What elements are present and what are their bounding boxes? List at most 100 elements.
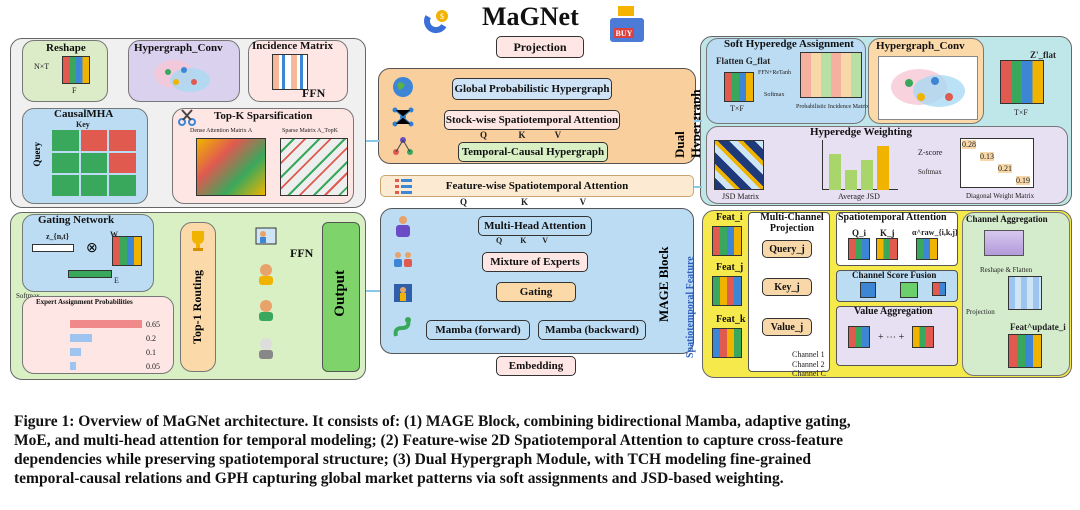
st-attention-title: Spatiotemporal Attention [838,212,947,223]
caption-line-4: temporal-causal relations and GPH captur… [14,470,784,487]
diag-val-2: 0.13 [980,152,994,161]
reshape-dim: N×T [34,62,50,71]
flatten-out-grid [1008,276,1042,310]
channel-agg-title: Channel Aggregation [966,214,1048,224]
feat-j-grid [712,276,742,306]
channel-1-label: Channel 1 [792,350,825,359]
gating-box: Gating [496,282,576,302]
bottom-ffn-label: FFN [290,246,314,260]
feat-i-grid [712,226,742,256]
diag-val-4: 0.19 [1016,176,1030,185]
expert-bar-1 [70,320,142,328]
k-j-label: K_j [880,228,895,238]
prob-matrix-label: Probabilistic Incidence Matrix [796,104,869,110]
caption-line-3: dependencies while preserving spatiotemp… [14,451,811,468]
prob-matrix-grid [800,52,862,98]
temporal-hypergraph-box: Temporal-Causal Hypergraph [458,142,608,162]
value-agg-grid-2 [912,326,934,348]
z-flat-grid [1000,60,1044,104]
tr-hypergraph-visual [878,56,978,120]
moe-box: Mixture of Experts [482,252,588,272]
reshape-f: F [72,86,77,95]
dense-matrix [196,138,266,196]
avg-jsd-chart [822,140,898,190]
channel-agg-stack [984,230,1024,256]
svg-text:$: $ [440,12,444,21]
flatten-grid [724,72,754,102]
list-icon [394,176,414,196]
caption-line-1: Figure 1: Overview of MaGNet architectur… [14,413,851,430]
diag-val-3: 0.21 [998,164,1012,173]
query-j-box: Query_j [762,240,812,258]
t-f-label: T×F [730,104,744,113]
fusion-out [932,282,946,296]
projection-label: Projection [966,308,995,316]
feature-attention-box: Feature-wise Spatiotemporal Attention [380,175,694,197]
team-icon [392,248,414,270]
tr-hypergraph-conv-title: Hypergraph_Conv [876,40,965,52]
ffn-label: FFN [302,86,326,100]
connector-arrow-3 [694,120,702,122]
prob-1: 0.65 [146,320,160,329]
query-label: Query [32,142,42,167]
hypergraph-visual [150,56,214,96]
key-j-box: Key_j [762,278,812,296]
otimes-icon: ⊗ [86,241,98,256]
feat-i-label: Feat_i [716,212,743,223]
hypergraph-conv-title: Hypergraph_Conv [134,42,223,54]
feat-k-grid [712,328,742,358]
connector-arrow-2 [366,290,380,292]
causal-grid [52,130,136,196]
soft-assignment-title: Soft Hyperedge Assignment [724,38,854,50]
top1-routing-panel [180,222,216,372]
key-label: Key [76,120,90,129]
z-vector [32,244,74,252]
channel-c-label: Channel C [792,369,826,378]
feat-j-label: Feat_j [716,262,744,273]
magnet-icon: $ [412,8,452,48]
figure-title: MaGNet [482,2,579,31]
mamba-backward-box: Mamba (backward) [538,320,646,340]
prob-3: 0.1 [146,348,156,357]
incidence-title: Incidence Matrix [252,40,333,52]
reshape-grid [62,56,90,84]
channel-2-label: Channel 2 [792,360,825,369]
expert-icon-4 [254,336,278,360]
q-i-label: Q_i [852,228,867,238]
softmax-label: Softmax [16,292,40,300]
people-icon [392,214,414,240]
diag-val-1: 0.28 [962,140,976,149]
qkv-top: Q K V [480,130,562,140]
flatten-label: Flatten G_flat [716,56,771,66]
network-icon [392,106,414,128]
channel-fusion-title: Channel Score Fusion [852,270,937,280]
reshape-title: Reshape [46,42,86,54]
w-label: W [110,230,118,239]
diag-weight-label: Diagonal Weight Matrix [966,192,1035,200]
mage-block-label: MAGE Block [656,246,671,322]
hierarchy-icon [392,136,414,158]
reshape-flatten-label: Reshape & Flatten [980,266,1033,274]
expert-bar-3 [70,348,81,356]
connector-arrow-1 [366,140,380,142]
sparse-label: Sparse Matrix A_TopK [282,128,338,134]
jsd-label: JSD Matrix [722,192,760,201]
spatiotemporal-feature-label: Spatiotemporal Feature [685,256,696,358]
feat-update-label: Feat^update_i [1010,322,1066,332]
multi-channel-title: Multi-Channel Projection [760,212,824,234]
e-vector [68,270,112,278]
value-j-box: Value_j [762,318,812,336]
feat-k-label: Feat_k [716,314,746,325]
zscore-label: Z-score [918,148,943,157]
jsd-matrix [714,140,764,190]
qkv-mid: Q K V [460,197,587,207]
tr-softmax-label: Softmax [764,92,785,98]
expert-probs-title: Expert Assignment Probabilities [36,298,133,306]
ffn-tanh-label: FFN+ReTanh [758,70,791,76]
sparse-matrix [280,138,348,196]
expert-icon-1 [254,224,278,248]
figure-caption: Figure 1: Overview of MaGNet architectur… [14,412,1070,488]
scissors-icon [178,108,196,126]
k-j-grid [876,238,898,260]
svg-text:BUY: BUY [616,29,633,38]
